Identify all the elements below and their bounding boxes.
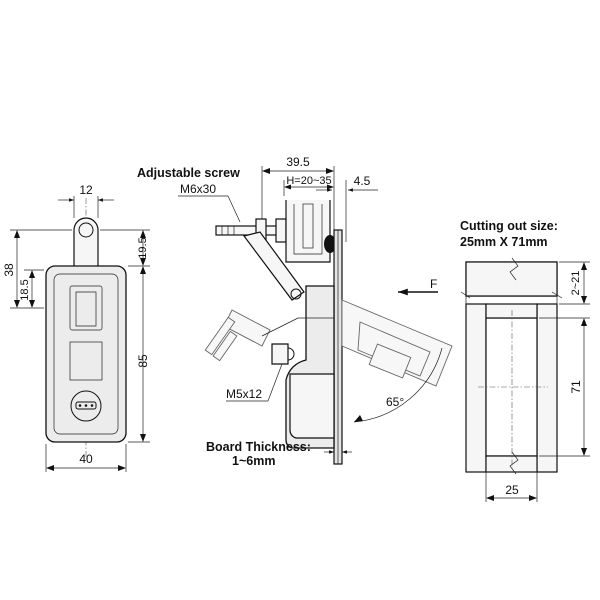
tab-hole bbox=[78, 222, 94, 238]
dim-width-body: 40 bbox=[79, 452, 93, 466]
panel-bottom-lip bbox=[485, 455, 538, 473]
m5-bolt bbox=[271, 343, 289, 365]
dim-arrows bbox=[29, 270, 35, 308]
break-line-top bbox=[509, 257, 519, 281]
release-button bbox=[69, 341, 103, 381]
handle-tab bbox=[73, 217, 99, 268]
bracket-slot bbox=[302, 203, 314, 249]
cutout-view: Cutting out size: 25mm X 71mm 2~21 71 bbox=[460, 219, 590, 502]
ghost-screw bbox=[204, 316, 236, 356]
panel-top-edge bbox=[465, 296, 558, 305]
callout-adjustable-screw: Adjustable screw bbox=[137, 166, 240, 180]
handle-slot bbox=[69, 285, 103, 331]
rubber-catch bbox=[324, 235, 336, 253]
cutout-title: Cutting out size: bbox=[460, 219, 558, 233]
dim-span: 39.5 bbox=[286, 155, 310, 169]
panel-left-rail bbox=[465, 303, 487, 473]
dim-cutout-height: 71 bbox=[569, 380, 583, 394]
panel-right-rail bbox=[536, 303, 558, 473]
open-handle-ghost bbox=[204, 299, 453, 387]
panel-top-block bbox=[465, 261, 558, 297]
dim-cutout-width: 25 bbox=[505, 483, 519, 497]
dim-arrows bbox=[262, 168, 334, 174]
force-label: F bbox=[430, 277, 437, 291]
key-pin-3 bbox=[90, 404, 94, 407]
key-pin-1 bbox=[78, 404, 82, 407]
dim-offset-top: 19.5 bbox=[137, 237, 149, 258]
lock-body-inner bbox=[53, 273, 119, 435]
pivot-pin bbox=[290, 288, 302, 300]
callout-board-thickness: Board Thickness: bbox=[206, 440, 311, 454]
callout-board-range: 1~6mm bbox=[232, 454, 275, 468]
bracket-inner bbox=[293, 204, 323, 255]
dim-angle: 65° bbox=[386, 395, 404, 409]
panel-top-lip bbox=[485, 303, 538, 319]
break-line-bottom bbox=[509, 451, 519, 475]
callout-bolt-size: M5x12 bbox=[226, 387, 262, 401]
angle-arrow bbox=[354, 415, 363, 422]
dim-arrows bbox=[14, 230, 20, 308]
dim-width-top: 12 bbox=[79, 183, 93, 197]
key-pin-2 bbox=[84, 404, 88, 407]
front-view: 12 38 18.5 19.5 85 40 bbox=[2, 183, 150, 472]
lock-body bbox=[45, 265, 127, 443]
side-view: Adjustable screw M6x30 39.5 H=20~35 4.5 bbox=[137, 155, 453, 468]
break-marks bbox=[460, 291, 563, 299]
ghost-handle-grip bbox=[368, 343, 412, 379]
key-cylinder bbox=[70, 390, 102, 422]
housing-lower bbox=[289, 373, 335, 439]
callout-screw-size: M6x30 bbox=[180, 182, 216, 196]
ghost-handle-inner bbox=[357, 321, 431, 377]
dim-height-range: H=20~35 bbox=[286, 175, 331, 187]
dim-height-mid: 18.5 bbox=[19, 279, 31, 300]
ghost-screw bbox=[212, 330, 238, 362]
dim-arrows bbox=[140, 230, 146, 266]
leader-screw bbox=[227, 195, 241, 223]
dim-offset: 4.5 bbox=[354, 174, 371, 188]
dim-gap: 2~21 bbox=[570, 271, 582, 296]
dim-arrows bbox=[46, 465, 126, 471]
cutout-size: 25mm X 71mm bbox=[460, 235, 548, 249]
ghost-link bbox=[261, 317, 299, 337]
screw-nut bbox=[275, 218, 287, 243]
dim-height-body: 85 bbox=[136, 354, 150, 368]
dim-height-overall: 38 bbox=[2, 263, 16, 277]
bracket bbox=[285, 200, 331, 263]
leader-bolt bbox=[267, 363, 283, 402]
key-slot bbox=[75, 401, 97, 410]
linkage-arm bbox=[242, 231, 305, 301]
angle-arc bbox=[353, 347, 443, 423]
handle-slot-inner bbox=[75, 291, 97, 327]
